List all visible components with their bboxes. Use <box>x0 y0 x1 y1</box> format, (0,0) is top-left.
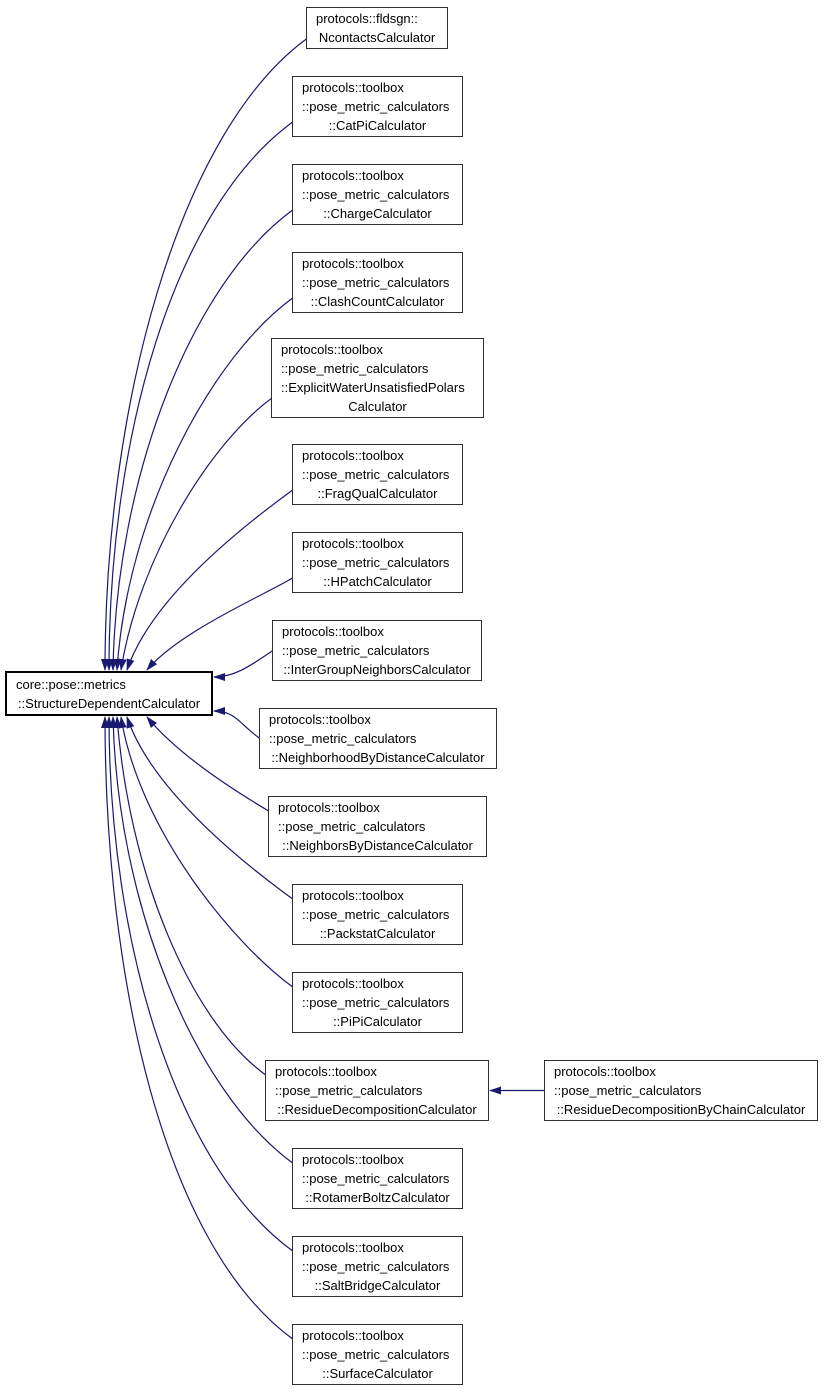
class-node-label: protocols::toolbox <box>302 976 404 991</box>
class-node-pipi[interactable]: protocols::toolbox::pose_metric_calculat… <box>292 972 463 1033</box>
class-node-label: protocols::toolbox <box>275 1064 377 1079</box>
class-node-label: NcontactsCalculator <box>318 30 436 45</box>
class-node-label: protocols::toolbox <box>302 1240 404 1255</box>
class-node-neighborhood[interactable]: protocols::toolbox::pose_metric_calculat… <box>259 708 497 769</box>
inheritance-arrow-neighborhood <box>213 707 261 739</box>
class-node-label: protocols::toolbox <box>281 342 383 357</box>
class-node-label: ::pose_metric_calculators <box>282 643 430 658</box>
class-node-residuedecomp[interactable]: protocols::toolbox::pose_metric_calculat… <box>265 1060 489 1121</box>
class-node-label: ::ExplicitWaterUnsatisfiedPolars <box>281 380 465 395</box>
class-node-label: ::pose_metric_calculators <box>302 275 450 290</box>
class-node-label: protocols::toolbox <box>302 1152 404 1167</box>
inheritance-arrow-explicitwater <box>118 397 273 671</box>
inheritance-arrow-catpi <box>105 121 294 671</box>
class-node-label: Calculator <box>348 399 407 414</box>
class-node-label: ::FragQualCalculator <box>317 486 438 501</box>
class-node-label: ::StructureDependentCalculator <box>17 695 201 711</box>
inheritance-arrow-saltbridge <box>105 716 294 1252</box>
class-node-label: ::ResidueDecompositionByChainCalculator <box>556 1102 806 1117</box>
class-node-label: ::pose_metric_calculators <box>302 995 450 1010</box>
inheritance-arrow-rotamerboltz <box>109 716 294 1164</box>
class-node-label: ::pose_metric_calculators <box>269 731 417 746</box>
inheritance-arrow-fragqual <box>126 489 294 671</box>
inheritance-arrow-charge <box>109 209 294 671</box>
class-node-label: ::ChargeCalculator <box>323 206 432 221</box>
class-node-label: ::pose_metric_calculators <box>302 1171 450 1186</box>
class-node-catpi[interactable]: protocols::toolbox::pose_metric_calculat… <box>292 76 463 137</box>
class-node-label: core::pose::metrics <box>16 676 126 692</box>
class-node-base[interactable]: core::pose::metrics::StructureDependentC… <box>5 671 213 716</box>
inheritance-arrow-intergroup <box>213 649 274 681</box>
class-node-label: ::PiPiCalculator <box>333 1014 422 1029</box>
class-node-label: protocols::toolbox <box>302 80 404 95</box>
inheritance-arrow-residuedecomp <box>113 716 267 1076</box>
inheritance-arrow-clashcount <box>113 297 294 671</box>
class-node-label: protocols::toolbox <box>554 1064 656 1079</box>
class-node-label: ::ClashCountCalculator <box>310 294 445 309</box>
inheritance-arrow-hpatch <box>146 577 294 671</box>
class-node-label: ::HPatchCalculator <box>323 574 432 589</box>
class-node-ncontacts[interactable]: protocols::fldsgn::NcontactsCalculator <box>306 7 448 49</box>
class-node-label: ::pose_metric_calculators <box>302 555 450 570</box>
class-node-neighborsby[interactable]: protocols::toolbox::pose_metric_calculat… <box>268 796 487 857</box>
class-node-label: protocols::toolbox <box>282 624 384 639</box>
class-node-label: ::pose_metric_calculators <box>302 907 450 922</box>
class-node-label: ::PackstatCalculator <box>319 926 436 941</box>
inheritance-arrow-surface <box>101 716 294 1340</box>
class-node-label: ::pose_metric_calculators <box>275 1083 423 1098</box>
class-node-label: protocols::toolbox <box>302 1328 404 1343</box>
class-node-label: protocols::toolbox <box>302 888 404 903</box>
class-node-label: ::pose_metric_calculators <box>302 1347 450 1362</box>
class-node-hpatch[interactable]: protocols::toolbox::pose_metric_calculat… <box>292 532 463 593</box>
class-node-label: protocols::fldsgn:: <box>316 11 418 26</box>
class-node-residuedecompbychain[interactable]: protocols::toolbox::pose_metric_calculat… <box>544 1060 818 1121</box>
class-node-rotamerboltz[interactable]: protocols::toolbox::pose_metric_calculat… <box>292 1148 463 1209</box>
class-node-label: ::pose_metric_calculators <box>302 99 450 114</box>
class-node-fragqual[interactable]: protocols::toolbox::pose_metric_calculat… <box>292 444 463 505</box>
class-node-label: ::pose_metric_calculators <box>302 187 450 202</box>
class-node-charge[interactable]: protocols::toolbox::pose_metric_calculat… <box>292 164 463 225</box>
class-node-label: ::CatPiCalculator <box>328 118 427 133</box>
class-node-saltbridge[interactable]: protocols::toolbox::pose_metric_calculat… <box>292 1236 463 1297</box>
class-node-label: ::pose_metric_calculators <box>302 1259 450 1274</box>
class-node-label: ::pose_metric_calculators <box>278 819 426 834</box>
class-node-label: protocols::toolbox <box>302 448 404 463</box>
class-node-label: ::SaltBridgeCalculator <box>314 1278 441 1293</box>
class-node-label: ::NeighborsByDistanceCalculator <box>282 838 473 853</box>
class-node-label: ::NeighborhoodByDistanceCalculator <box>271 750 485 765</box>
inheritance-arrow-neighborsby <box>146 716 270 812</box>
class-node-label: protocols::toolbox <box>278 800 380 815</box>
inheritance-arrow-pipi <box>118 716 294 988</box>
class-node-label: ::RotamerBoltzCalculator <box>305 1190 450 1205</box>
class-node-label: ::InterGroupNeighborsCalculator <box>283 662 471 677</box>
class-node-label: ::pose_metric_calculators <box>281 361 429 376</box>
class-node-label: ::pose_metric_calculators <box>302 467 450 482</box>
inheritance-arrow-ncontacts <box>101 38 308 671</box>
class-node-label: protocols::toolbox <box>302 536 404 551</box>
class-node-label: protocols::toolbox <box>269 712 371 727</box>
class-node-label: ::pose_metric_calculators <box>554 1083 702 1098</box>
class-node-label: ::SurfaceCalculator <box>322 1366 433 1381</box>
inheritance-arrow-packstat <box>126 716 294 900</box>
class-node-packstat[interactable]: protocols::toolbox::pose_metric_calculat… <box>292 884 463 945</box>
class-node-label: protocols::toolbox <box>302 168 404 183</box>
class-node-intergroup[interactable]: protocols::toolbox::pose_metric_calculat… <box>272 620 482 681</box>
class-node-explicitwater[interactable]: protocols::toolbox::pose_metric_calculat… <box>271 338 484 418</box>
class-node-clashcount[interactable]: protocols::toolbox::pose_metric_calculat… <box>292 252 463 313</box>
class-node-label: ::ResidueDecompositionCalculator <box>277 1102 477 1117</box>
class-node-surface[interactable]: protocols::toolbox::pose_metric_calculat… <box>292 1324 463 1385</box>
class-node-label: protocols::toolbox <box>302 256 404 271</box>
